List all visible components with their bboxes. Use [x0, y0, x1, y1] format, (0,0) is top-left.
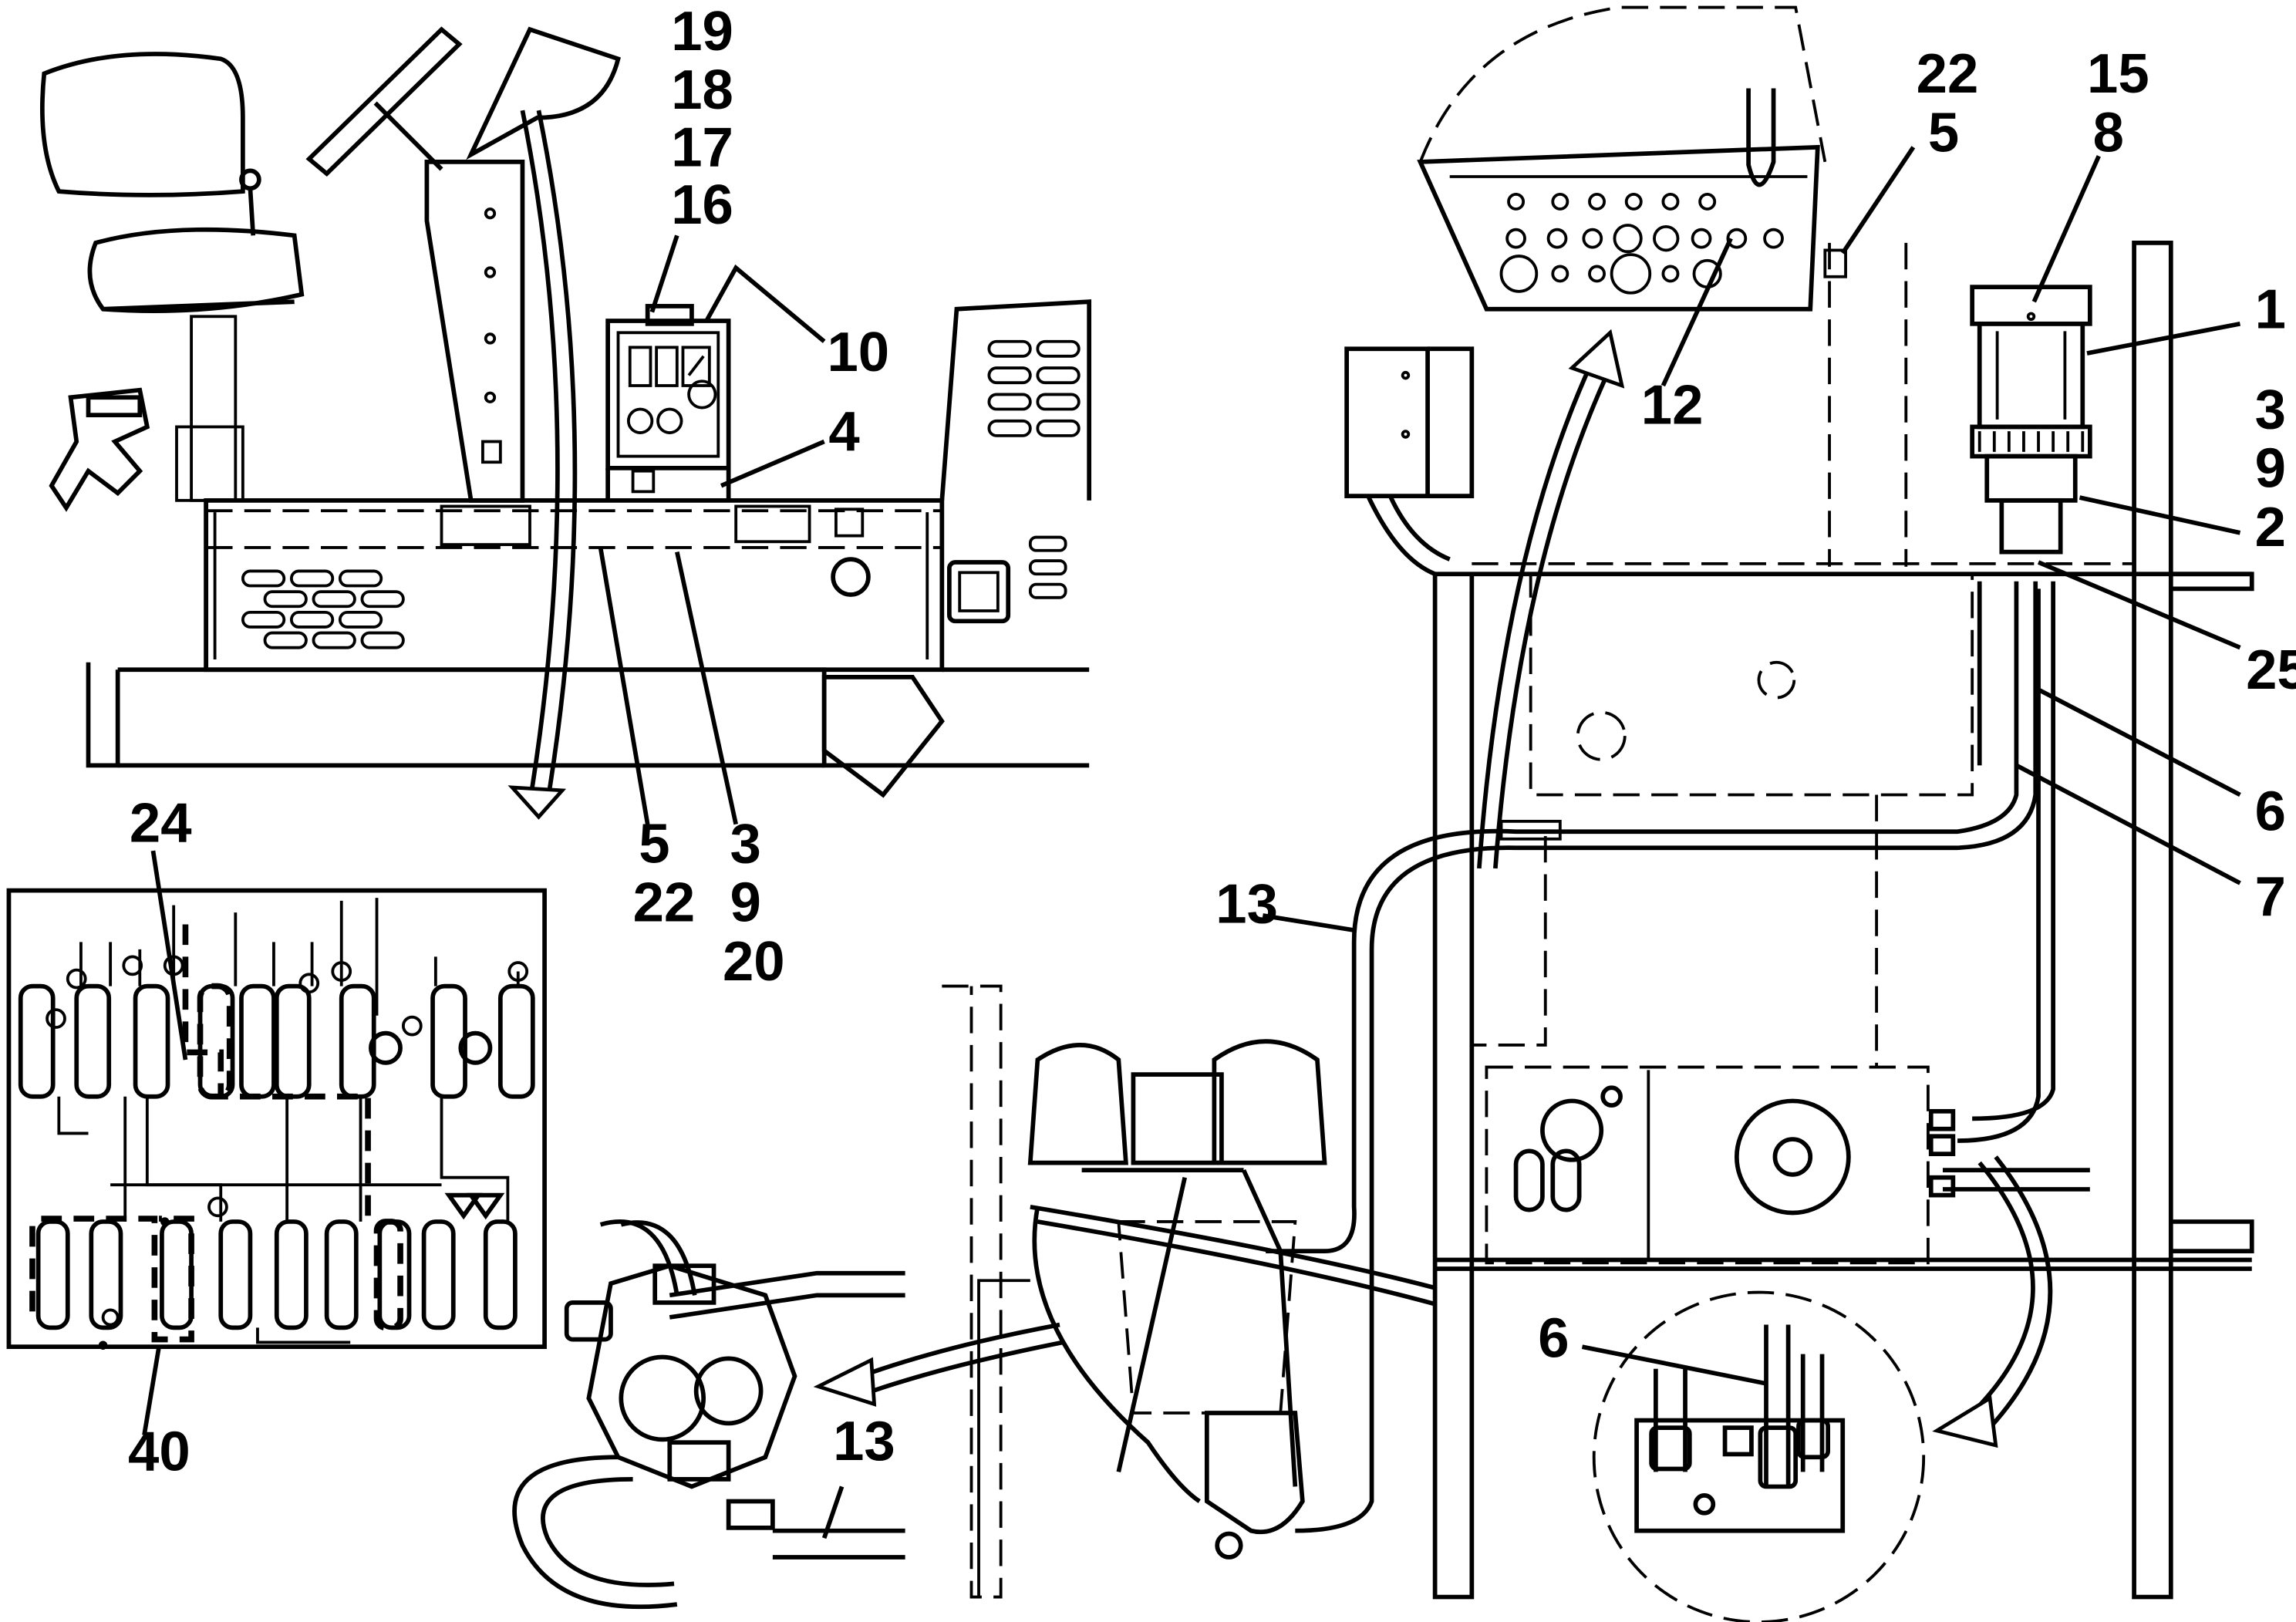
- callout-3: 3: [2255, 378, 2286, 440]
- control-box: [605, 304, 731, 501]
- callout-15: 15: [2087, 42, 2149, 105]
- callout-8: 8: [2093, 102, 2124, 164]
- operator-station-view: [40, 26, 1092, 820]
- left-louvres: [241, 569, 405, 649]
- callouts: 19 18 17 16 10 4 5 3 22 9 20 24 40 12 22…: [128, 0, 2296, 1482]
- operator-seat: [40, 52, 305, 512]
- callout-1: 1: [2255, 278, 2286, 341]
- callout-6: 6: [2255, 780, 2286, 842]
- callout-20: 20: [723, 930, 785, 993]
- callout-19: 19: [671, 0, 733, 62]
- callout-13: 13: [1215, 873, 1278, 936]
- leader-lines: [142, 146, 2241, 1539]
- pump-detail-view: [512, 1219, 1064, 1610]
- callout-5: 5: [1928, 102, 1959, 164]
- callout-9: 9: [730, 872, 761, 934]
- steering-column: [305, 26, 621, 503]
- callout-40: 40: [128, 1420, 190, 1482]
- callout-22: 22: [633, 872, 696, 934]
- station-arrow: [507, 110, 578, 820]
- callout-5: 5: [639, 812, 669, 875]
- pump-motor: [1823, 248, 2092, 555]
- hydraulic-schematic-panel: [6, 888, 547, 1350]
- connector-row: [1499, 192, 1784, 295]
- frame-assembly-view: [942, 5, 2254, 1600]
- callout-4: 4: [828, 400, 859, 463]
- callout-10: 10: [827, 321, 889, 383]
- fitting-detail-view: [1592, 1155, 2053, 1622]
- nose-louvres: [987, 339, 1081, 599]
- callout-16: 16: [671, 174, 733, 236]
- schematic-lower-row: [35, 1192, 518, 1330]
- callout-22: 22: [1917, 42, 1979, 105]
- callout-24: 24: [130, 792, 192, 855]
- schematic-upper-row: [18, 983, 535, 1099]
- callout-6: 6: [1538, 1307, 1569, 1369]
- callout-2: 2: [2255, 496, 2286, 558]
- callout-25: 25: [2246, 639, 2296, 701]
- callout-12: 12: [1641, 374, 1704, 437]
- callout-9: 9: [2255, 437, 2286, 500]
- callout-17: 17: [671, 116, 733, 179]
- callout-3: 3: [730, 812, 761, 875]
- callout-13: 13: [833, 1410, 895, 1472]
- callout-7: 7: [2255, 865, 2286, 928]
- filter-assemblies: [1027, 1039, 1436, 1560]
- callout-18: 18: [671, 59, 733, 121]
